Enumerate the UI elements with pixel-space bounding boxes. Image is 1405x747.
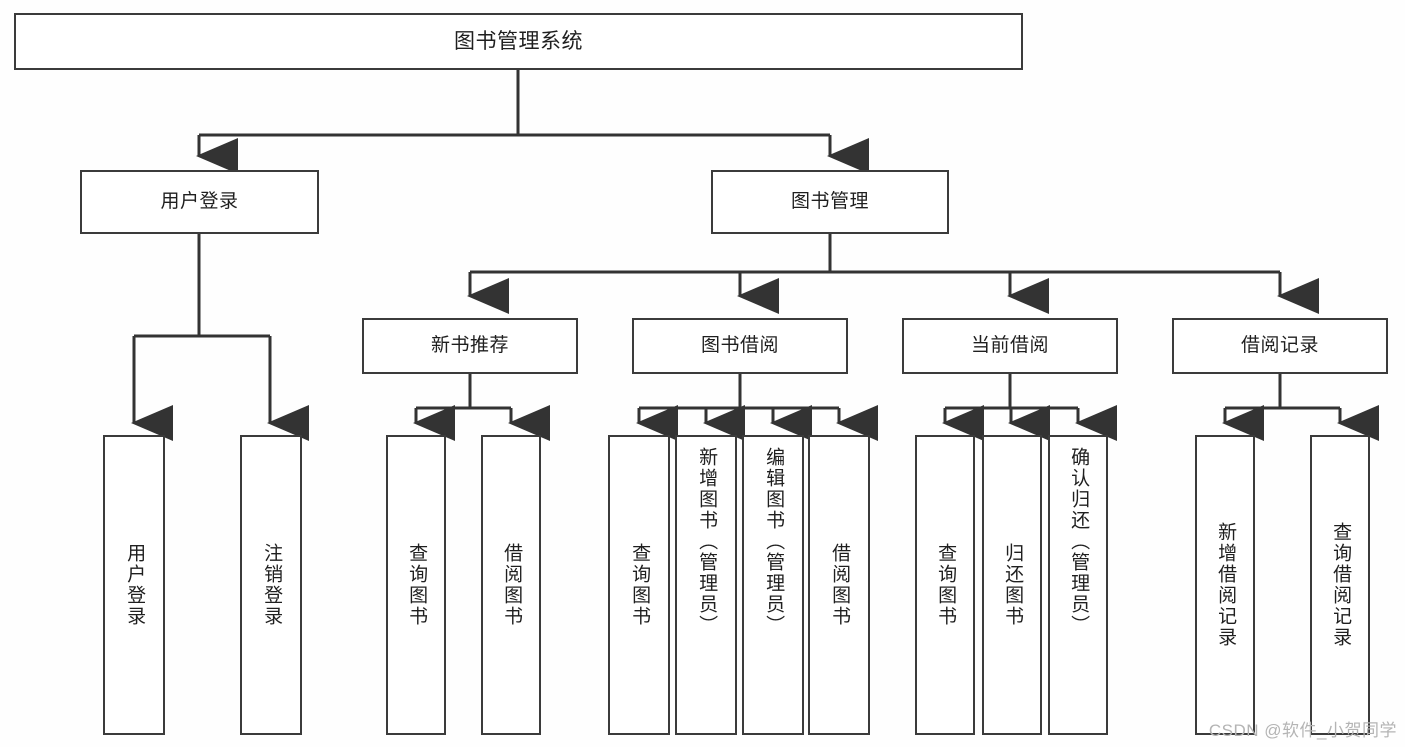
node-label: 图书管理	[790, 190, 869, 212]
node-label: 查询借阅记录	[1330, 522, 1352, 648]
node-book-management[interactable]: 图书管理	[711, 170, 949, 234]
node-label: 图书借阅	[700, 334, 779, 356]
node-label: 借阅图书	[829, 543, 851, 627]
node-label: 注销登录	[261, 543, 283, 627]
node-leaf-borrow-query-book[interactable]: 查询图书	[608, 435, 670, 735]
node-leaf-user-login-login[interactable]: 用户登录	[103, 435, 165, 735]
node-leaf-current-confirm-return[interactable]: 确认归还（管理员）	[1048, 435, 1108, 735]
node-leaf-user-login-logout[interactable]: 注销登录	[240, 435, 302, 735]
node-leaf-record-query[interactable]: 查询借阅记录	[1310, 435, 1370, 735]
node-user-login[interactable]: 用户登录	[80, 170, 319, 234]
node-leaf-borrow-add-book[interactable]: 新增图书（管理员）	[675, 435, 737, 735]
node-label: 当前借阅	[970, 334, 1049, 356]
node-leaf-current-query-book[interactable]: 查询图书	[915, 435, 975, 735]
node-leaf-new-book-borrow[interactable]: 借阅图书	[481, 435, 541, 735]
node-label: 借阅记录	[1240, 334, 1319, 356]
node-new-book-recommend[interactable]: 新书推荐	[362, 318, 578, 374]
node-label: 用户登录	[124, 543, 146, 627]
csdn-watermark: CSDN @软件_小贺同学	[1208, 721, 1397, 740]
node-label: 新增借阅记录	[1215, 522, 1237, 648]
node-label: 用户登录	[160, 190, 239, 212]
node-label: 借阅图书	[501, 543, 523, 627]
node-label: 编辑图书（管理员）	[763, 447, 785, 636]
node-label: 查询图书	[406, 543, 428, 627]
node-label: 新书推荐	[430, 334, 509, 356]
node-borrow-record[interactable]: 借阅记录	[1172, 318, 1388, 374]
node-leaf-new-book-query[interactable]: 查询图书	[386, 435, 446, 735]
node-leaf-borrow-borrow-book[interactable]: 借阅图书	[808, 435, 870, 735]
node-label: 归还图书	[1002, 543, 1024, 627]
node-book-management-system[interactable]: 图书管理系统	[14, 13, 1023, 70]
node-label: 图书管理系统	[454, 29, 583, 53]
node-current-borrow[interactable]: 当前借阅	[902, 318, 1118, 374]
node-leaf-current-return-book[interactable]: 归还图书	[982, 435, 1042, 735]
node-label: 查询图书	[629, 543, 651, 627]
node-label: 确认归还（管理员）	[1068, 447, 1090, 636]
node-leaf-record-add[interactable]: 新增借阅记录	[1195, 435, 1255, 735]
node-label: 新增图书（管理员）	[696, 447, 718, 636]
node-book-borrow[interactable]: 图书借阅	[632, 318, 848, 374]
node-leaf-borrow-edit-book[interactable]: 编辑图书（管理员）	[742, 435, 804, 735]
node-label: 查询图书	[935, 543, 957, 627]
